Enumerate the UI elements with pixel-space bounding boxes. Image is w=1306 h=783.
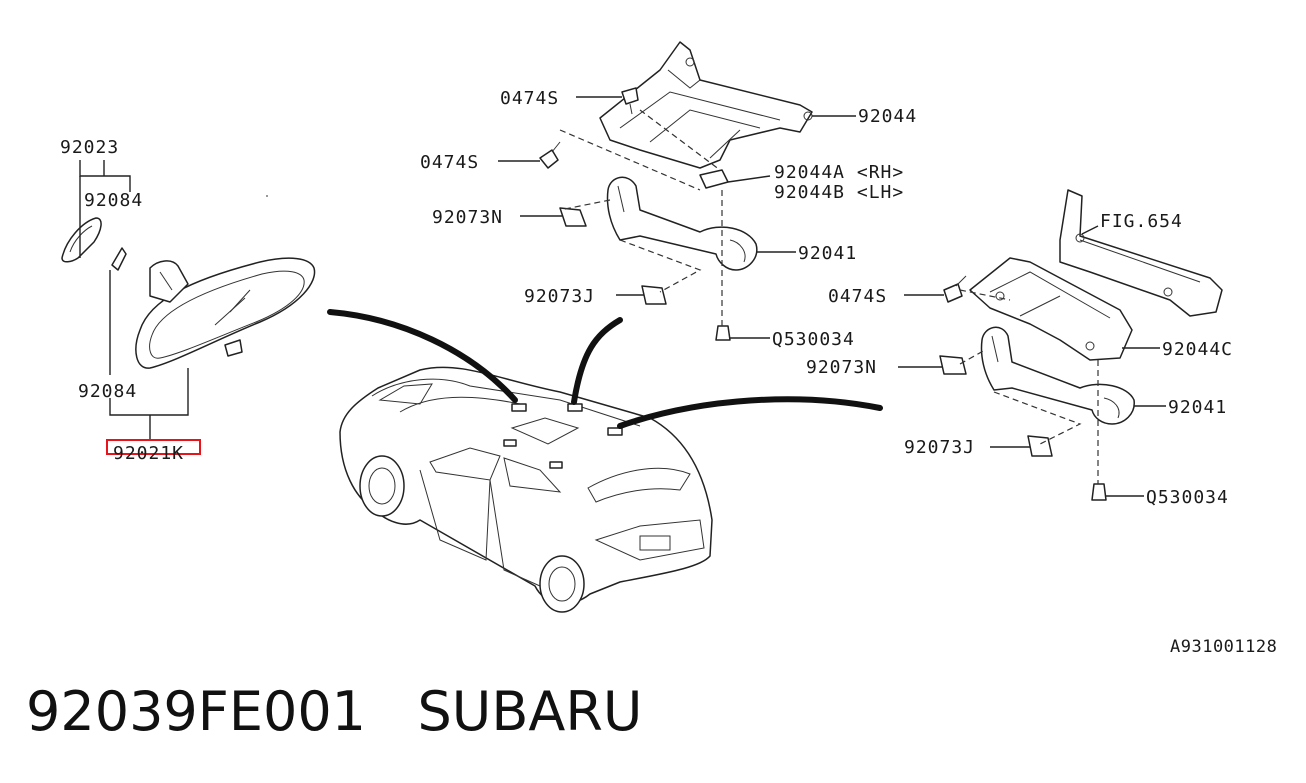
part-caption: 92039FE001 SUBARU xyxy=(26,680,642,743)
label-92041-a: 92041 xyxy=(798,243,857,264)
label-92084-bottom: 92084 xyxy=(78,381,137,402)
label-92073j-a: 92073J xyxy=(524,286,595,307)
front-grip-group: 0474S 0474S 92044 92044A <RH> 92044B <LH… xyxy=(420,41,917,350)
caption-brand: SUBARU xyxy=(417,680,643,743)
label-92073n-b: 92073N xyxy=(806,357,877,378)
caption-part-number: 92039FE001 xyxy=(26,680,367,743)
label-0474s-a: 0474S xyxy=(500,88,559,109)
rear-grip-group: FIG.654 0474S 92044C 92073N 92041 92073J… xyxy=(806,189,1233,508)
label-0474s-b: 0474S xyxy=(420,152,479,173)
label-92044b: 92044B <LH> xyxy=(774,182,904,203)
diagram-reference-code: A931001128 xyxy=(1170,637,1277,657)
label-92073n-a: 92073N xyxy=(432,207,503,228)
label-q530034-b: Q530034 xyxy=(1146,487,1229,508)
label-92041-b: 92041 xyxy=(1168,397,1227,418)
label-92021k[interactable]: 92021K xyxy=(113,443,184,464)
label-92023: 92023 xyxy=(60,137,119,158)
label-92044a: 92044A <RH> xyxy=(774,162,904,183)
label-fig654[interactable]: FIG.654 xyxy=(1100,211,1183,232)
label-92073j-b: 92073J xyxy=(904,437,975,458)
label-92044c: 92044C xyxy=(1162,339,1233,360)
label-92084-top: 92084 xyxy=(84,190,143,211)
car-illustration xyxy=(266,195,883,613)
label-92044: 92044 xyxy=(858,106,917,127)
mirror-group: 92023 92084 92084 92021K xyxy=(60,137,316,464)
highlight-box-92021k xyxy=(106,439,201,455)
label-q530034-a: Q530034 xyxy=(772,329,855,350)
label-0474s-c: 0474S xyxy=(828,286,887,307)
